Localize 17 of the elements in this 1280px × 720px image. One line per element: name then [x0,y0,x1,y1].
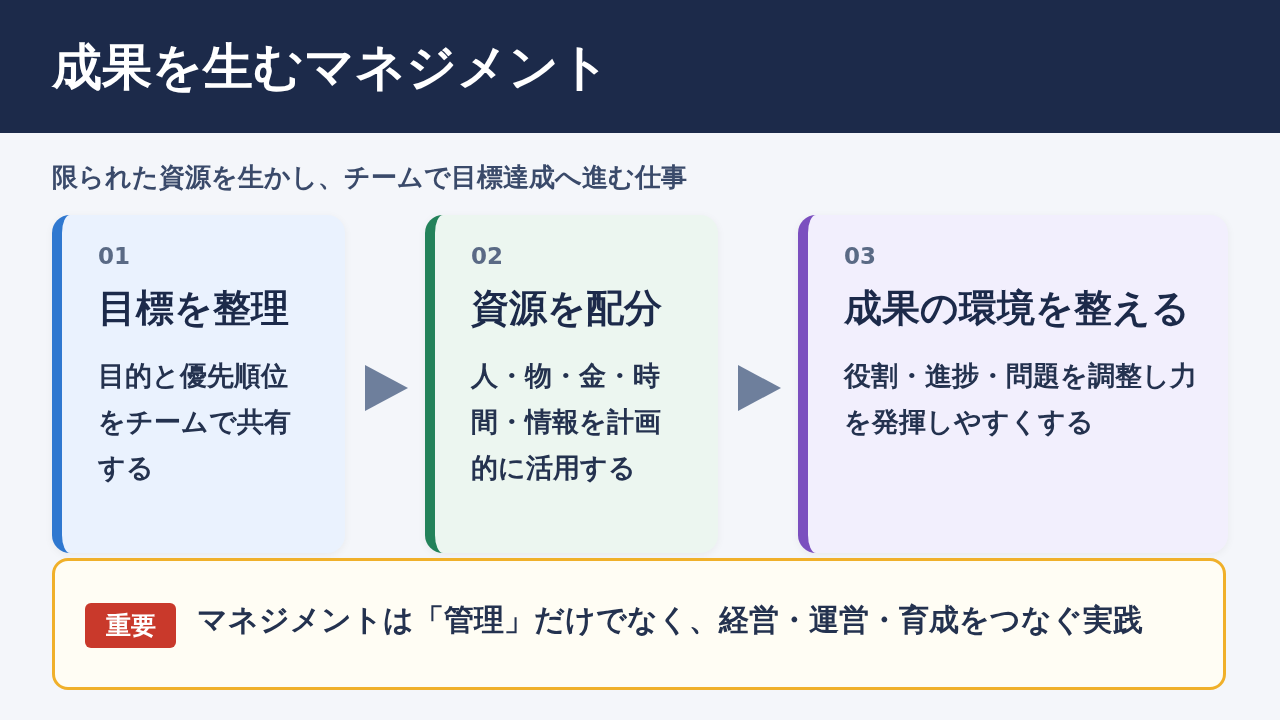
step-heading: 目標を整理 [98,285,289,332]
callout-box [52,558,1226,690]
step-description: 人・物・金・時間・情報を計画的に活用する [471,359,662,485]
step-heading: 成果の環境を整える [844,285,1190,332]
step-card [425,215,718,553]
step-card [52,215,345,553]
subtitle: 限られた資源を生かし、チームで目標達成へ進む仕事 [52,161,687,194]
callout-text: マネジメントは「管理」だけでなく、経営・運営・育成をつなぐ実践 [197,601,1143,639]
importance-badge: 重要 [85,603,176,648]
step-number: 03 [844,243,876,269]
step-number: 02 [471,243,503,269]
step-card [798,215,1228,553]
step-description: 役割・進捗・問題を調整し力を発揮しやすくする [844,359,1198,439]
title: 成果を生むマネジメント [52,37,610,98]
step-heading: 資源を配分 [471,285,662,332]
step-number: 01 [98,243,130,269]
step-description: 目的と優先順位をチームで共有する [98,359,292,485]
